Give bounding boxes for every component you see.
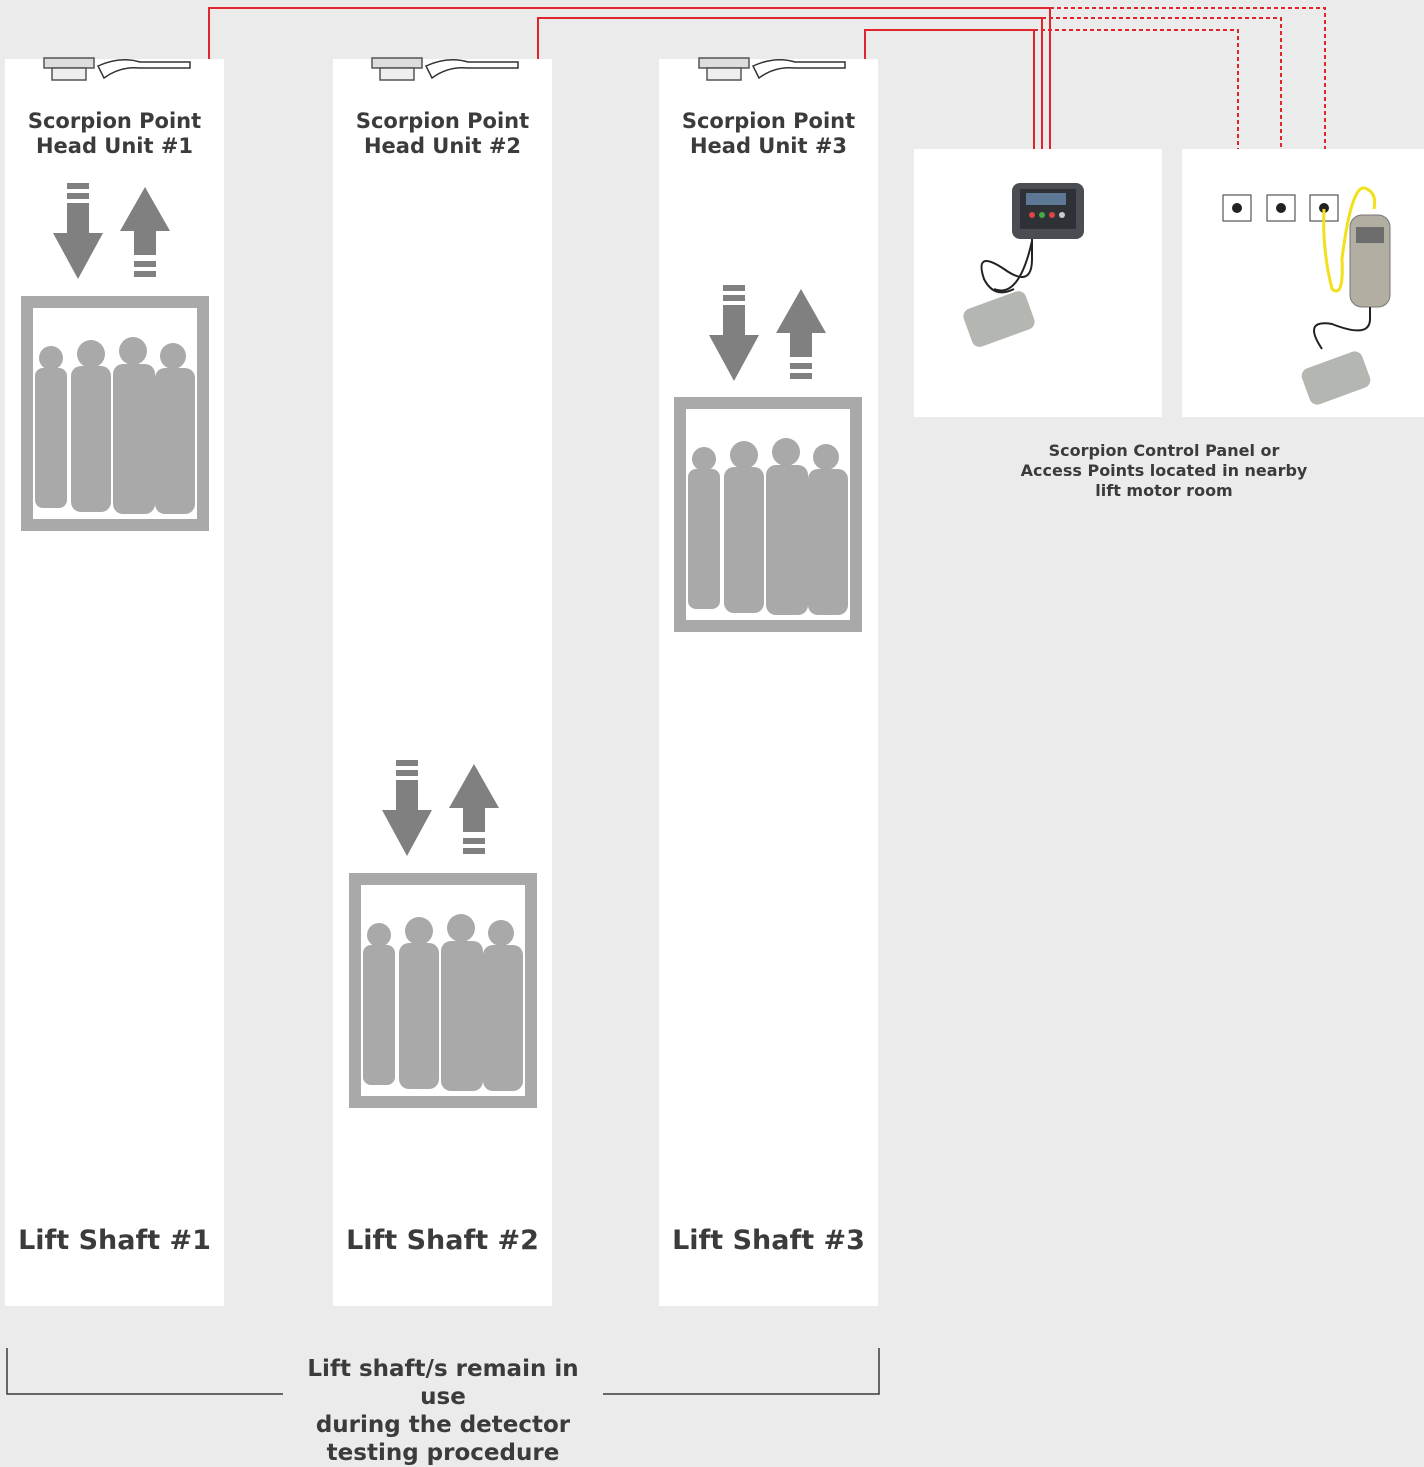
head-unit-label-2: Scorpion Point Head Unit #2 — [355, 109, 530, 158]
up-down-arrows-icon — [709, 285, 826, 381]
access-points-icon — [1222, 186, 1391, 405]
lift-car-icon — [21, 296, 209, 531]
lift-car-icon — [349, 873, 537, 1108]
smoke-detector-icon — [371, 57, 519, 81]
motor-room-caption: Scorpion Control Panel or Access Points … — [1020, 441, 1308, 500]
lift-shaft-3: Scorpion Point Head Unit #3 Lift Shaft #… — [659, 59, 878, 1306]
control-panel-box — [914, 149, 1162, 417]
access-point-socket-2 — [1266, 194, 1296, 222]
control-panel-icon — [963, 183, 1084, 347]
smoke-detector-icon — [43, 57, 191, 81]
wire-access-point-1 — [1034, 29, 1239, 195]
smoke-detector-icon — [698, 57, 846, 81]
wire-access-point-2 — [1042, 17, 1282, 195]
lift-shaft-label-1: Lift Shaft #1 — [18, 1225, 211, 1256]
wire-access-point-3 — [1050, 7, 1326, 195]
up-down-arrows-icon — [382, 760, 499, 856]
lift-shaft-2: Scorpion Point Head Unit #2 Lift Shaft #… — [333, 59, 552, 1306]
head-unit-label-3: Scorpion Point Head Unit #3 — [681, 109, 856, 158]
lift-shaft-label-2: Lift Shaft #2 — [346, 1225, 539, 1256]
bottom-caption: Lift shaft/s remain in use during the de… — [283, 1355, 603, 1467]
lift-shaft-label-3: Lift Shaft #3 — [672, 1225, 865, 1256]
access-points-box — [1182, 149, 1424, 417]
access-point-socket-1 — [1222, 194, 1252, 222]
up-down-arrows-icon — [53, 183, 170, 279]
lift-car-icon — [674, 397, 862, 632]
lift-shaft-1: Scorpion Point Head Unit #1 Lift Shaft #… — [5, 59, 224, 1306]
head-unit-label-1: Scorpion Point Head Unit #1 — [27, 109, 202, 158]
